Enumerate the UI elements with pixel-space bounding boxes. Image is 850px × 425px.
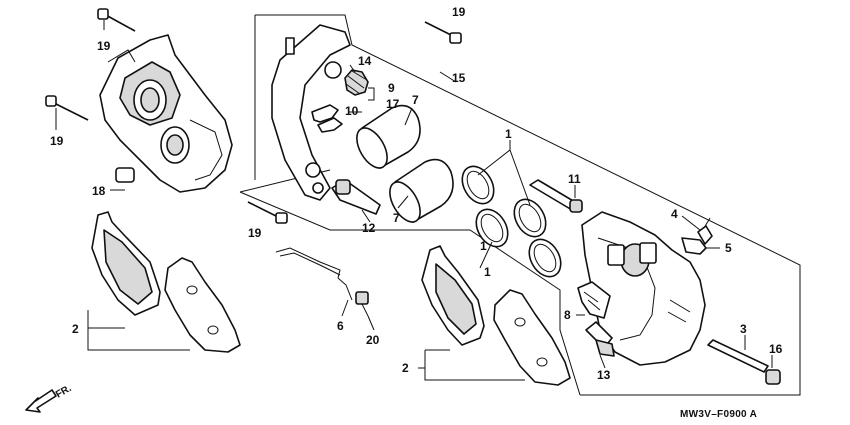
piston-seal-1-c <box>475 208 509 248</box>
assembly-boundary-lower <box>239 191 581 396</box>
callout-18: 18 <box>92 184 106 198</box>
bolt-19-top-center <box>424 21 462 44</box>
brake-pad-right-rear <box>421 245 485 346</box>
direction-label: FR. <box>54 383 74 401</box>
piston-seal-1-d <box>528 238 562 278</box>
pin-bolt-11 <box>529 179 583 213</box>
callout-17: 17 <box>386 97 400 111</box>
front-direction-indicator: FR. <box>25 383 74 413</box>
bolt-19-mid-left <box>45 95 89 121</box>
diagram-code: MW3V–F0900 A <box>680 409 757 420</box>
callout-3: 3 <box>740 322 747 336</box>
callout-2-left: 2 <box>72 322 79 336</box>
brake-pad-right-front <box>493 289 571 386</box>
pad-spring-6 <box>275 247 353 301</box>
callout-2-right: 2 <box>402 361 409 375</box>
piston-7-upper <box>356 104 421 169</box>
callout-7-upper: 7 <box>412 93 419 107</box>
bolt-19-top-left <box>97 8 136 32</box>
brake-pad-left-front <box>164 257 241 353</box>
assembly-boundary-upper <box>255 14 801 396</box>
callout-13: 13 <box>597 368 611 382</box>
callout-1-mid: 1 <box>480 239 487 253</box>
pad-pin-3 <box>707 339 769 373</box>
brake-pad-left-rear <box>91 211 161 316</box>
pad-shim-8 <box>577 281 611 319</box>
bolt-19-bottom-center <box>247 201 288 224</box>
bleeder-cap-5 <box>681 237 707 255</box>
callout-16: 16 <box>769 342 783 356</box>
callout-19-top-center: 19 <box>452 5 466 19</box>
piston-7-lower <box>389 158 454 223</box>
boot-14 <box>344 69 369 96</box>
callout-9: 9 <box>388 81 395 95</box>
callout-4: 4 <box>671 207 678 221</box>
caliper-bracket-left <box>99 34 233 193</box>
leader-lines <box>55 20 773 381</box>
callout-1-top: 1 <box>505 127 512 141</box>
callout-11: 11 <box>568 172 581 186</box>
callout-15: 15 <box>452 71 466 85</box>
callout-10: 10 <box>345 104 359 118</box>
callout-19-bottom-center: 19 <box>248 226 262 240</box>
callout-12: 12 <box>362 221 376 235</box>
slide-pin-13 <box>585 321 615 357</box>
piston-seal-1-a <box>461 165 495 205</box>
callout-14: 14 <box>358 54 372 68</box>
callout-7-lower: 7 <box>393 211 400 225</box>
pad-spring-clip-10 <box>311 104 343 133</box>
callout-5: 5 <box>725 241 732 255</box>
piston-seal-1-b <box>513 198 547 238</box>
bleeder-valve-4 <box>697 217 713 245</box>
callout-20: 20 <box>366 333 380 347</box>
callout-19-top-left: 19 <box>97 39 111 53</box>
callout-8: 8 <box>564 308 571 322</box>
slide-pin-12 <box>331 179 381 215</box>
plug-16 <box>765 369 781 385</box>
callout-6: 6 <box>337 319 344 333</box>
callout-19-mid-left: 19 <box>50 134 64 148</box>
pad-pin-bolt-20 <box>355 291 369 317</box>
caliper-bracket-center <box>271 24 351 201</box>
callout-1-bottom: 1 <box>484 265 491 279</box>
